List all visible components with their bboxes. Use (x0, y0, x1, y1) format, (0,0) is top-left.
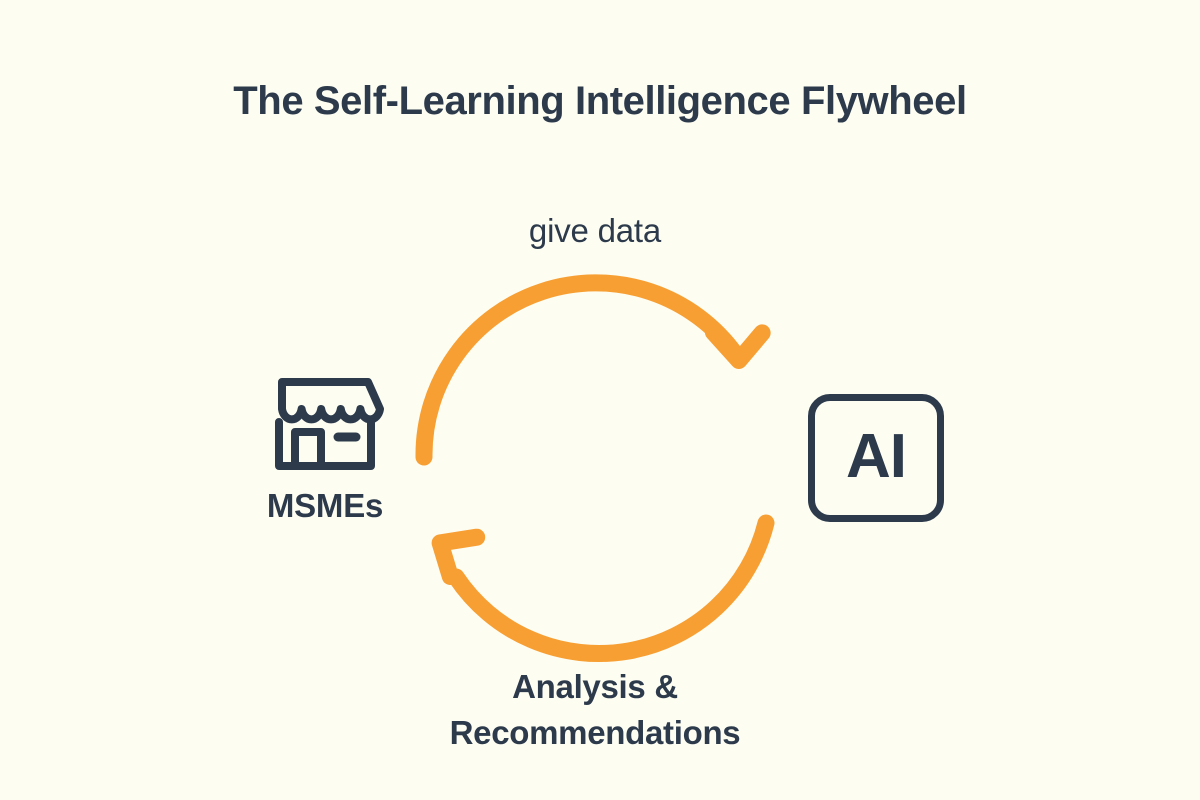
give-data-arrowhead (704, 323, 771, 369)
ai-label: AI (846, 422, 907, 491)
edge-label-give-data: give data (528, 212, 662, 249)
give-data-arc (415, 274, 745, 466)
analysis-arrowhead (431, 528, 486, 586)
arrow-give-data (415, 274, 771, 466)
node-ai[interactable]: AI (808, 394, 944, 522)
edge-label-analysis-recommendations: Analysis & Recommendations (449, 668, 741, 751)
storefront-icon (275, 378, 384, 470)
arrow-analysis-recommendations (431, 514, 775, 663)
analysis-arc (447, 514, 775, 663)
node-label-msmes: MSMEs (266, 487, 384, 524)
node-msmes[interactable] (262, 366, 388, 478)
page-title: The Self-Learning Intelligence Flywheel (233, 78, 967, 123)
